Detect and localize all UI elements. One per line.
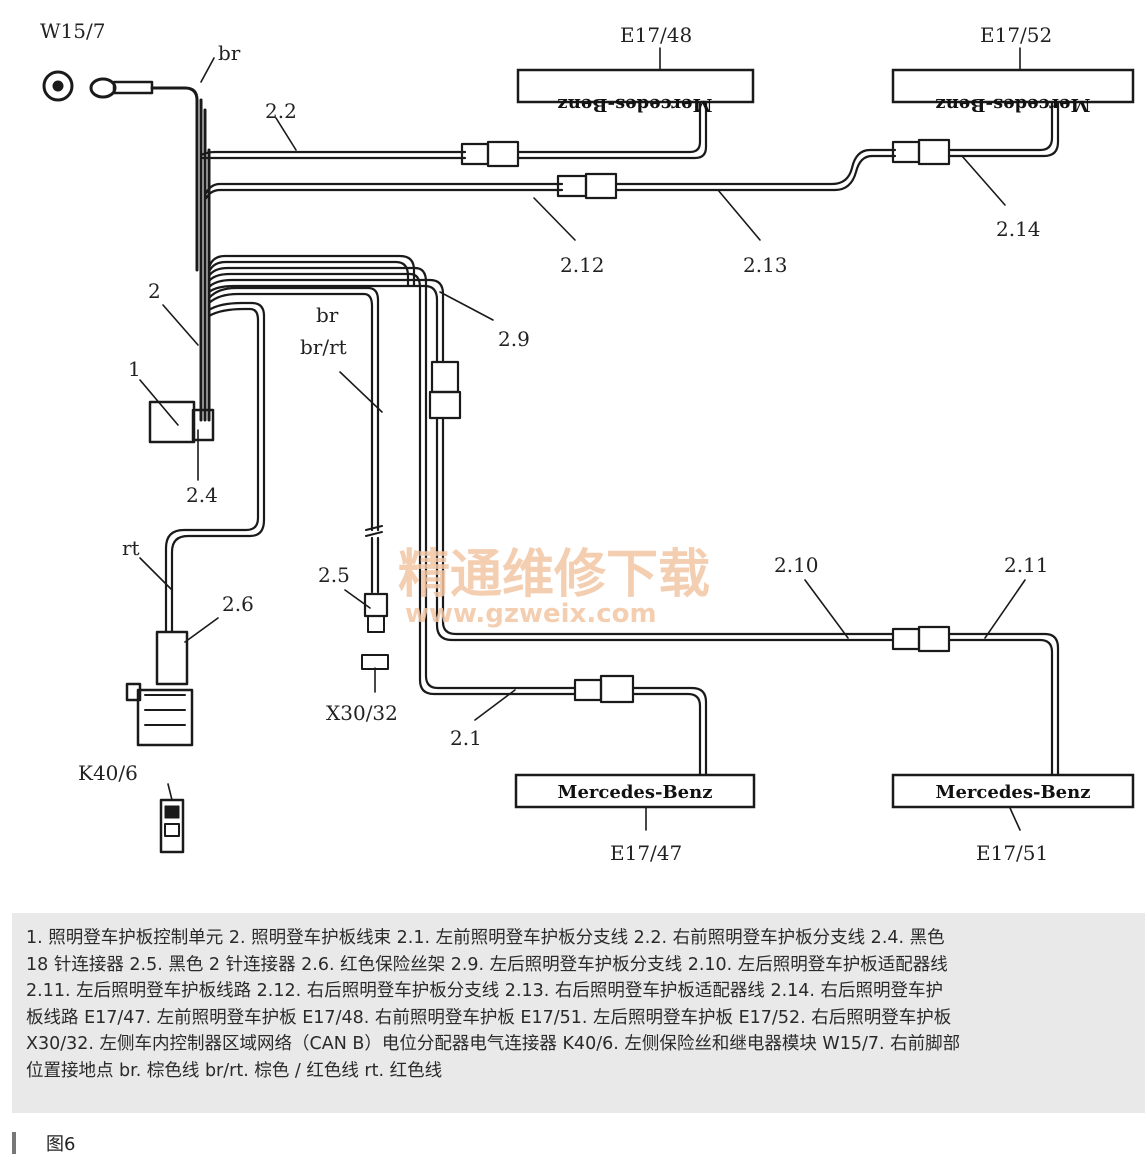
label-2-6: 2.6 (222, 592, 254, 616)
label-2-10: 2.10 (774, 553, 819, 577)
plate-e17-51: Mercedes-Benz (891, 773, 1135, 809)
ground-point-w15-7 (42, 70, 74, 102)
figure-label: 图6 (46, 1134, 76, 1155)
label-2-4: 2.4 (186, 483, 218, 507)
fuse-relay-module-k40-6 (159, 798, 185, 854)
label-br-top: br (218, 41, 241, 65)
branch-2-6 (164, 301, 266, 634)
label-2-1: 2.1 (450, 726, 482, 750)
label-e17-51: E17/51 (976, 841, 1048, 865)
watermark-url: www.gzweix.com (405, 599, 657, 629)
label-2-12: 2.12 (560, 253, 605, 277)
leader-lines (139, 47, 1026, 831)
plate-e17-47: Mercedes-Benz (514, 773, 756, 809)
svg-text:Mercedes-Benz: Mercedes-Benz (936, 782, 1091, 803)
label-1: 1 (128, 357, 141, 381)
branch-2-2 (199, 98, 708, 168)
label-rt: rt (122, 536, 140, 560)
label-2-11: 2.11 (1004, 553, 1049, 577)
label-e17-47: E17/47 (610, 841, 682, 865)
label-e17-48: E17/48 (620, 23, 692, 47)
figure-marker (12, 1132, 16, 1154)
label-br-mid: br (316, 303, 339, 327)
svg-text:Mercedes-Benz: Mercedes-Benz (936, 94, 1091, 115)
ground-terminal (89, 77, 199, 272)
label-k40-6: K40/6 (78, 761, 138, 785)
caption-line: 板线路 E17/47. 左前照明登车护板 E17/48. 右前照明登车护板 E1… (26, 1007, 952, 1028)
branch-2-9 (207, 254, 1060, 780)
caption-line: X30/32. 左侧车内控制器区域网络（CAN B）电位分配器电气连接器 K40… (26, 1034, 961, 1055)
plate-e17-48: Mercedes-Benz (516, 68, 755, 115)
wiring-harness-diagram: Mercedes-Benz Mercedes-Benz Mercedes-Ben… (40, 19, 1135, 865)
label-br-rt: br/rt (300, 335, 347, 359)
figure-number: 图6 (12, 1128, 75, 1158)
label-2: 2 (148, 279, 161, 303)
label-2-5: 2.5 (318, 563, 350, 587)
label-2-13: 2.13 (743, 253, 788, 277)
main-harness-trunk (199, 98, 211, 422)
watermark-cn: 精通维修下载 (398, 545, 710, 605)
svg-text:Mercedes-Benz: Mercedes-Benz (558, 94, 713, 115)
control-unit-1 (148, 400, 215, 444)
branch-2-12-2-13-2-14 (203, 98, 1060, 202)
fuse-holder-2-6 (125, 630, 194, 747)
label-2-2: 2.2 (265, 99, 297, 123)
caption-line: 1. 照明登车护板控制单元 2. 照明登车护板线束 2.1. 左前照明登车护板分… (26, 928, 945, 948)
caption-line: 18 针连接器 2.5. 黑色 2 针连接器 2.6. 红色保险丝架 2.9. … (26, 954, 948, 975)
label-e17-52: E17/52 (980, 23, 1052, 47)
svg-text:Mercedes-Benz: Mercedes-Benz (558, 782, 713, 803)
plate-e17-52: Mercedes-Benz (891, 68, 1135, 115)
caption-line: 2.11. 左后照明登车护板线路 2.12. 右后照明登车护板分支线 2.13.… (26, 981, 944, 1002)
label-x30-32: X30/32 (326, 701, 398, 725)
branch-2-5 (207, 286, 389, 670)
label-2-14: 2.14 (996, 217, 1041, 241)
caption-line: 位置接地点 br. 棕色线 br/rt. 棕色 / 红色线 rt. 红色线 (26, 1060, 443, 1081)
label-w15-7: W15/7 (40, 19, 105, 43)
figure-caption: 1. 照明登车护板控制单元 2. 照明登车护板线束 2.1. 左前照明登车护板分… (12, 913, 1145, 1113)
label-2-9: 2.9 (498, 327, 530, 351)
